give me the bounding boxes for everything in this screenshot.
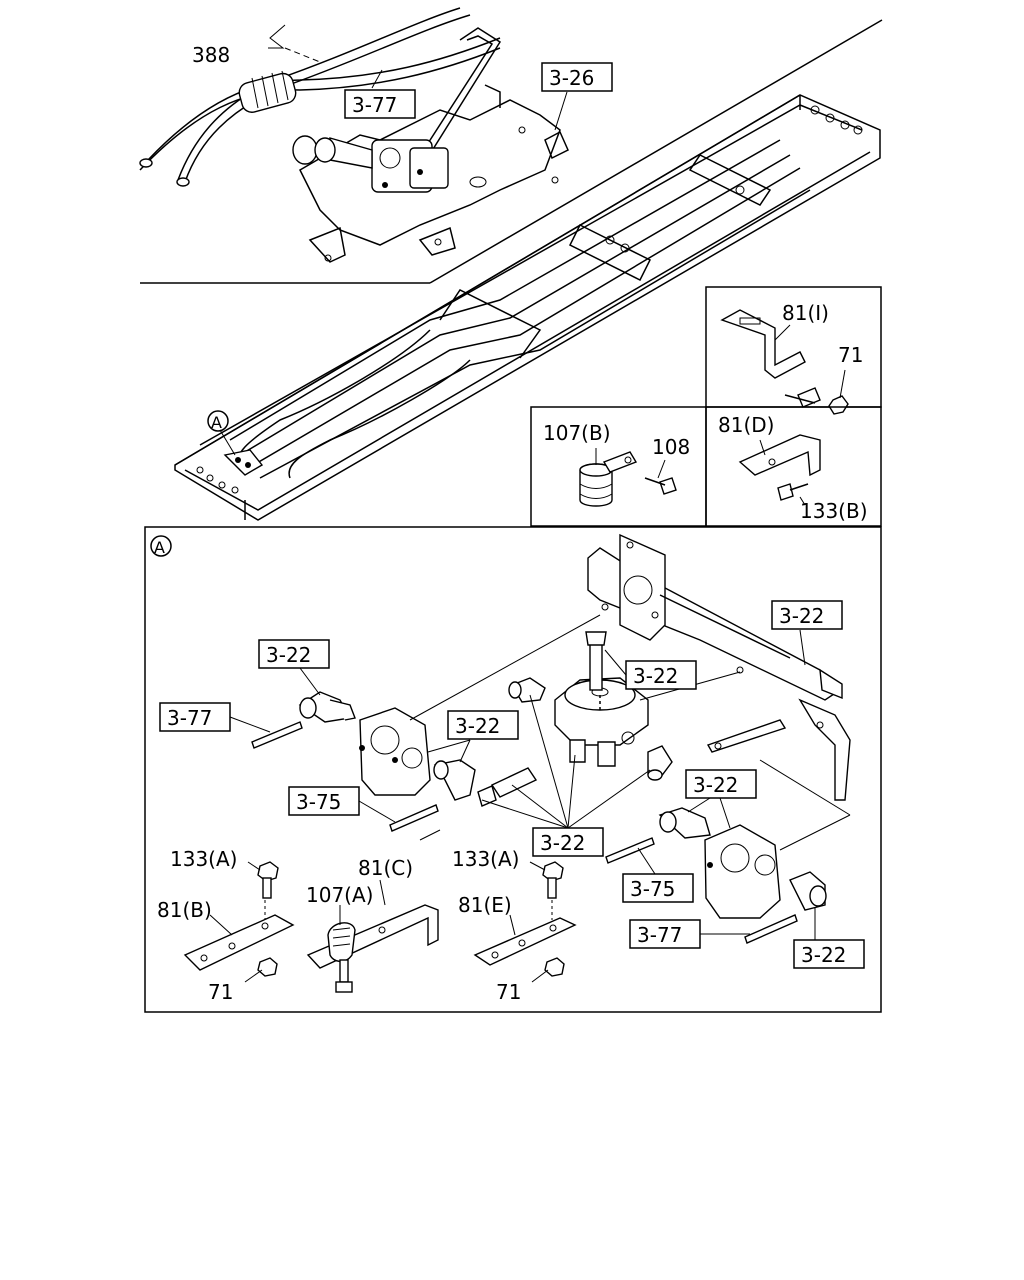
valve-left xyxy=(298,691,431,796)
svg-text:3-22: 3-22 xyxy=(801,943,846,967)
callout-3-22-bottom-center: 3-22 xyxy=(481,694,651,857)
hose-break-symbol xyxy=(268,24,286,49)
callout-3-77-top: 3-77 xyxy=(344,89,416,119)
callout-3-26: 3-26 xyxy=(541,62,613,92)
callout-81-e: 81(E) xyxy=(458,893,512,917)
air-tubes xyxy=(251,721,798,944)
svg-text:3-22: 3-22 xyxy=(266,643,311,667)
callout-133-b: 133(B) xyxy=(800,499,868,523)
svg-text:A: A xyxy=(211,413,222,432)
callout-3-22-right-bottom: 3-22 xyxy=(793,908,865,969)
svg-text:3-75: 3-75 xyxy=(630,877,675,901)
svg-text:3-77: 3-77 xyxy=(167,706,212,730)
top-valve xyxy=(292,135,449,193)
inset-box-81-d xyxy=(705,406,882,527)
callout-81-c: 81(C) xyxy=(358,856,413,880)
clamp-107-a xyxy=(327,905,356,993)
chassis-frame xyxy=(174,94,881,521)
callout-81-i: 81(I) xyxy=(782,301,829,325)
svg-text:3-22: 3-22 xyxy=(540,831,585,855)
callout-3-75-left: 3-75 xyxy=(288,786,396,823)
bracket-81-b xyxy=(183,900,295,971)
svg-text:A: A xyxy=(154,538,165,557)
valve-mounting-bracket xyxy=(587,533,851,801)
bolt-133-a-mid xyxy=(529,861,564,899)
detail-a-box xyxy=(144,526,882,1013)
callout-71-left: 71 xyxy=(208,980,233,1004)
svg-text:3-22: 3-22 xyxy=(633,664,678,688)
svg-text:3-26: 3-26 xyxy=(549,66,594,90)
svg-text:3-22: 3-22 xyxy=(779,604,824,628)
svg-text:3-22: 3-22 xyxy=(693,773,738,797)
callout-133-a-left: 133(A) xyxy=(170,847,237,871)
callout-71-mid: 71 xyxy=(496,980,521,1004)
svg-text:3-22: 3-22 xyxy=(455,714,500,738)
callout-388: 388 xyxy=(192,43,230,67)
callout-107-b: 107(B) xyxy=(543,421,611,445)
valve-right xyxy=(658,807,827,919)
callout-3-77-right: 3-77 xyxy=(629,919,750,949)
callout-3-22-left-fitting: 3-22 xyxy=(427,710,519,763)
callout-81-b: 81(B) xyxy=(157,898,212,922)
callout-3-75-right: 3-75 xyxy=(622,847,694,903)
callout-3-22-relay: 3-22 xyxy=(604,649,697,690)
callout-81-d: 81(D) xyxy=(718,413,774,437)
svg-text:3-77: 3-77 xyxy=(637,923,682,947)
svg-text:3-77: 3-77 xyxy=(352,93,397,117)
svg-text:3-75: 3-75 xyxy=(296,790,341,814)
callout-71-inset: 71 xyxy=(838,343,863,367)
callout-107-a: 107(A) xyxy=(306,883,373,907)
bolt-133-a-left xyxy=(247,861,279,899)
callout-3-22-right-elbow: 3-22 xyxy=(685,769,757,829)
callout-3-22-left-elbow: 3-22 xyxy=(258,639,330,696)
fittings xyxy=(433,677,673,807)
nut-71-mid xyxy=(531,957,565,983)
callout-3-77-left: 3-77 xyxy=(159,702,271,733)
bracket-81-e xyxy=(473,900,577,966)
callout-133-a-mid: 133(A) xyxy=(452,847,519,871)
hose-bundle-wrap xyxy=(238,70,297,113)
marker-a-detail: A xyxy=(150,535,172,557)
callout-3-22-bracket: 3-22 xyxy=(771,600,843,666)
callout-108: 108 xyxy=(652,435,690,459)
marker-a-frame: A xyxy=(207,410,229,432)
top-hose-valve-assembly xyxy=(139,7,569,263)
nut-71-left xyxy=(244,957,278,983)
relay-valve-center xyxy=(554,631,649,767)
